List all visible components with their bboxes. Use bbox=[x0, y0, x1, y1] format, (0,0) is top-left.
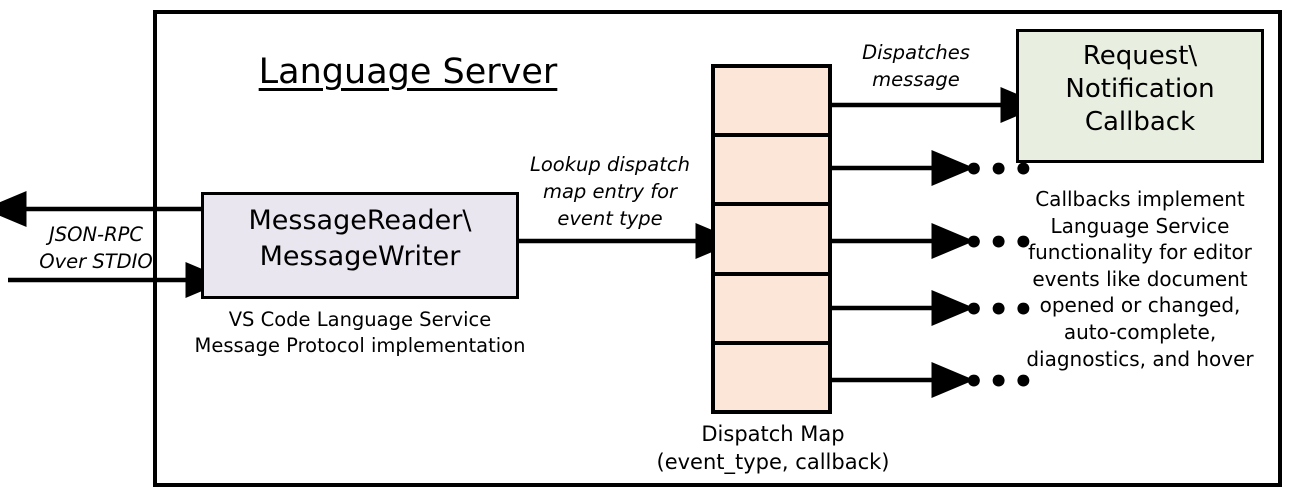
row-5-ellipsis: ••• bbox=[963, 362, 1038, 402]
lookup-dispatch-label: Lookup dispatch map entry for event type bbox=[530, 153, 690, 230]
message-reader-writer-node[interactable] bbox=[201, 192, 519, 299]
request-notification-callback-node[interactable] bbox=[1016, 29, 1264, 163]
dispatch-map-row-1[interactable] bbox=[715, 68, 828, 138]
language-server-boundary bbox=[153, 10, 1282, 487]
dispatches-message-label: Dispatches message bbox=[862, 41, 970, 91]
message-reader-writer-label: MessageReader\ MessageWriter bbox=[248, 205, 472, 272]
dispatch-map-table[interactable] bbox=[711, 64, 832, 414]
callback-description-caption: Callbacks implement Language Service fun… bbox=[1026, 187, 1254, 371]
request-notification-callback-label: Request\ Notification Callback bbox=[1065, 41, 1215, 137]
page-title: Language Server bbox=[258, 52, 558, 92]
row-4-ellipsis: ••• bbox=[963, 290, 1038, 330]
dispatch-map-row-3[interactable] bbox=[715, 206, 828, 276]
row-3-ellipsis: ••• bbox=[963, 223, 1038, 263]
message-reader-writer-caption: VS Code Language Service Message Protoco… bbox=[194, 308, 526, 357]
dispatch-map-caption: Dispatch Map (event_type, callback) bbox=[656, 422, 890, 474]
dispatch-map-row-2[interactable] bbox=[715, 137, 828, 207]
dispatch-map-row-4[interactable] bbox=[715, 276, 828, 345]
jsonrpc-transport-label: JSON-RPC Over STDIO bbox=[39, 223, 153, 273]
dispatch-map-row-5[interactable] bbox=[715, 345, 828, 410]
